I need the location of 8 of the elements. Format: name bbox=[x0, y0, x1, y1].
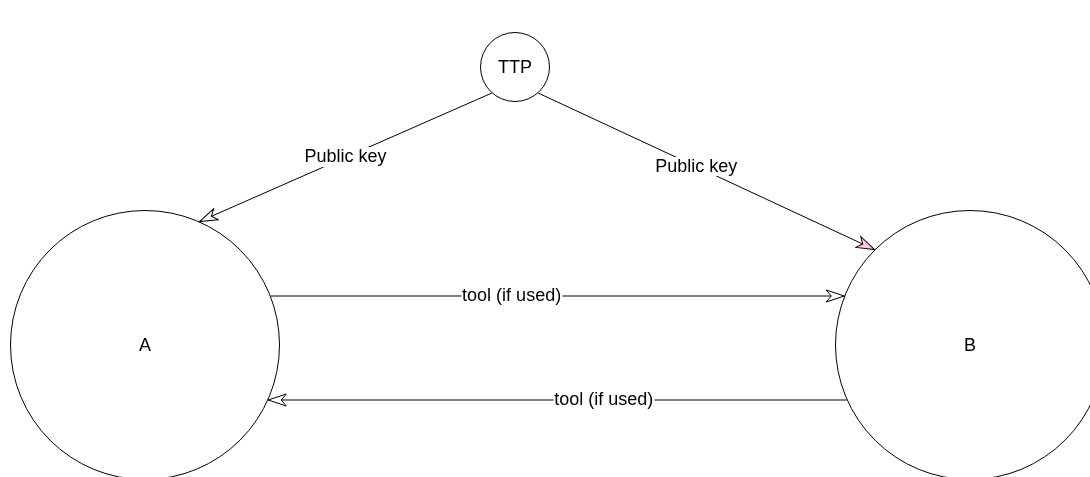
node-label: TTP bbox=[498, 56, 532, 78]
circle-node bbox=[480, 32, 550, 102]
edge-label: Public key bbox=[303, 147, 388, 168]
edge-label: tool (if used) bbox=[553, 390, 655, 410]
edge-label: Public key bbox=[654, 156, 739, 177]
node-label: A bbox=[139, 334, 151, 356]
edge-label: tool (if used) bbox=[461, 286, 563, 306]
node-label: B bbox=[964, 334, 976, 356]
